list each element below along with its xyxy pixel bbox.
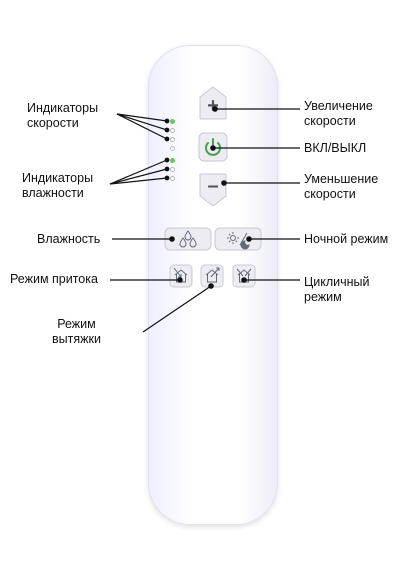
label-supply-mode: Режим притока [10,272,98,286]
speed-indicator-2 [170,128,175,133]
label-night-mode: Ночной режим [304,232,389,246]
power-button[interactable] [197,131,229,163]
humidity-indicator-2 [170,167,175,172]
house-arrow-out-icon [205,267,220,283]
water-drops-icon [179,230,197,248]
speed-down-button[interactable]: – [197,172,229,208]
label-cyclic-mode: Цикличный режим [304,275,370,304]
supply-mode-button[interactable] [169,264,193,288]
sun-moon-icon [227,232,250,250]
exhaust-mode-button[interactable] [200,264,224,288]
label-speed-down: Уменьшение скорости [304,172,379,201]
speed-indicator-4 [170,146,175,151]
humidity-indicator-3 [170,176,175,181]
plus-icon: + [207,95,219,117]
humidity-button[interactable] [164,227,212,251]
label-speed-up: Увеличение скорости [304,99,373,128]
label-power: ВКЛ/ВЫКЛ [304,141,367,155]
label-speed-indicators: Индикаторы скорости [27,101,99,130]
minus-icon: – [207,175,218,197]
humidity-indicator-1 [170,158,175,163]
label-exhaust-mode: Режим вытяжки [52,317,101,346]
label-humidity: Влажность [37,232,101,246]
cyclic-mode-button[interactable] [232,264,256,288]
speed-up-button[interactable]: + [197,85,229,121]
speed-indicator-1 [170,119,175,124]
label-humidity-indicators: Индикаторы влажности [22,171,94,200]
speed-indicator-3 [170,137,175,142]
night-mode-button[interactable] [214,227,262,251]
